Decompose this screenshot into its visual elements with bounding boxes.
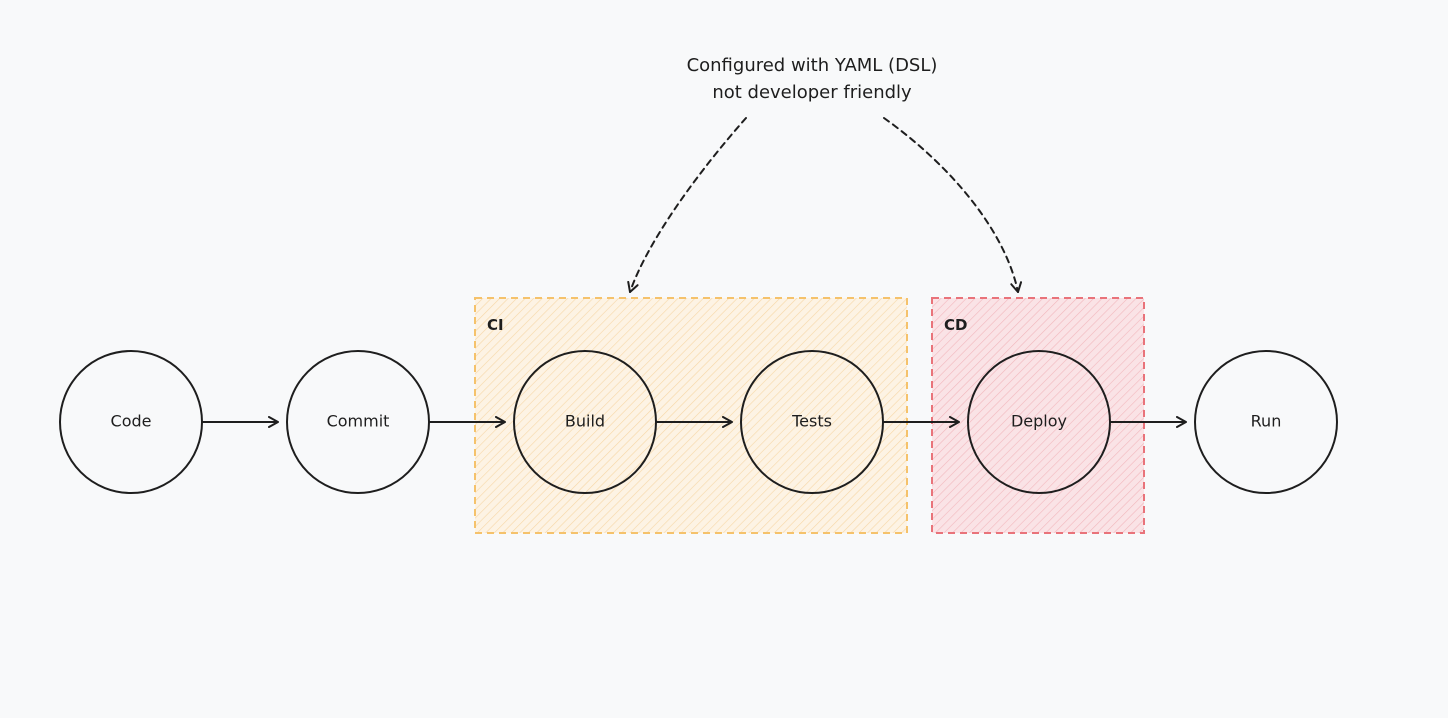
ci-group: CI: [474, 297, 908, 534]
node-build-circle: [513, 350, 657, 494]
annotation-arrow-to-ci: [627, 117, 747, 293]
annotation-arrow-to-cd: [883, 117, 1023, 293]
node-code-circle: [59, 350, 203, 494]
annotation-line-2: not developer friendly: [712, 82, 912, 103]
node-build-label: Build: [565, 412, 605, 431]
node-code-label: Code: [111, 412, 152, 431]
annotation-line-1: Configured with YAML (DSL): [687, 55, 938, 76]
node-commit: Commit: [286, 350, 430, 494]
cd-group-label: CD: [944, 316, 967, 334]
node-commit-label: Commit: [327, 412, 390, 431]
ci-group-box: [474, 297, 908, 534]
node-tests-label: Tests: [791, 412, 832, 431]
node-deploy-circle: [967, 350, 1111, 494]
node-tests-circle: [740, 350, 884, 494]
node-deploy: Deploy: [967, 350, 1111, 494]
node-run: Run: [1194, 350, 1338, 494]
node-code: Code: [59, 350, 203, 494]
node-run-circle: [1194, 350, 1338, 494]
ci-group-label: CI: [487, 316, 504, 334]
node-build: Build: [513, 350, 657, 494]
node-deploy-label: Deploy: [1011, 412, 1067, 431]
node-commit-circle: [286, 350, 430, 494]
node-run-label: Run: [1251, 412, 1282, 431]
node-tests: Tests: [740, 350, 884, 494]
